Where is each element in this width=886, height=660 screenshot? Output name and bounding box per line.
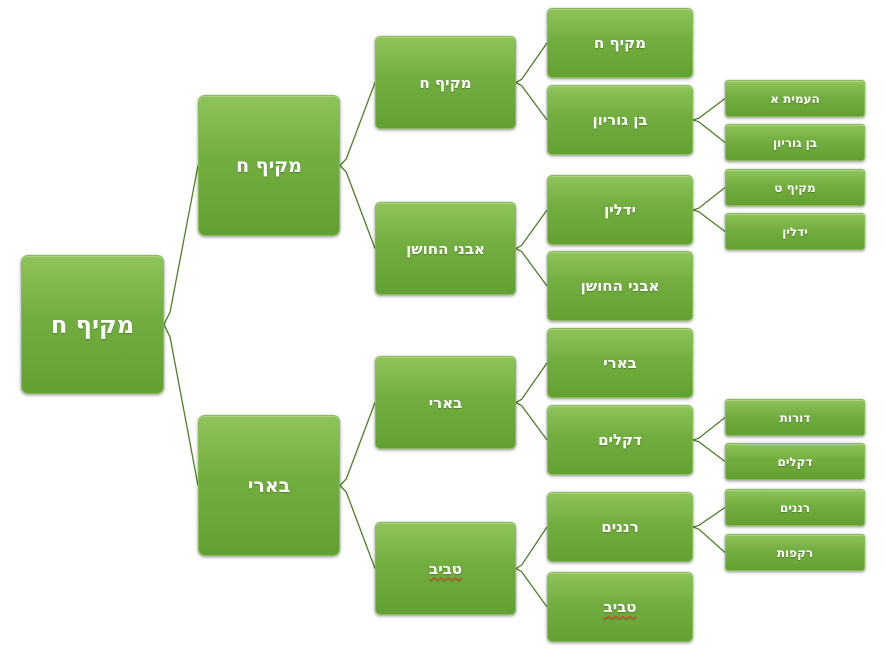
connector-line xyxy=(515,526,548,570)
level2-node-mekif-het: מקיף ח xyxy=(375,36,516,129)
level4-node-ben-gurion: בן גוריון xyxy=(725,124,865,161)
node-label: רננים xyxy=(601,518,639,536)
level4-node-dorot: דורות xyxy=(725,399,865,436)
node-label: בארי xyxy=(247,474,291,497)
root-node: מקיף ח xyxy=(21,255,164,394)
level3-node-avnei-hahoshen: אבני החושן xyxy=(547,251,693,321)
node-label: ידלין xyxy=(782,224,808,239)
level2-node-beeri: בארי xyxy=(375,356,516,449)
level4-node-renanim: רננים xyxy=(725,489,865,526)
node-label: מקיף ח xyxy=(419,73,472,92)
node-label: דורות xyxy=(779,410,811,425)
node-label: אבני החושן xyxy=(406,239,485,258)
connector-line xyxy=(339,82,376,166)
connector-line xyxy=(163,324,199,486)
connector-line xyxy=(692,186,726,211)
level4-node-rakafot: רקפות xyxy=(725,534,865,571)
connector-line xyxy=(692,416,726,441)
level3-node-taviv: טביב xyxy=(547,572,693,642)
node-label: בארי xyxy=(603,354,637,372)
level4-node-mekif-tet: מקיף ט xyxy=(725,169,865,206)
node-label: דקלים xyxy=(598,431,642,449)
node-label: טביב xyxy=(429,559,462,578)
connector-line xyxy=(515,401,548,441)
level3-node-ben-gurion: בן גוריון xyxy=(547,85,693,155)
connector-line xyxy=(692,506,726,528)
connector-line xyxy=(515,247,548,287)
connector-line xyxy=(515,362,548,404)
connector-line xyxy=(339,402,376,486)
node-label: בן גוריון xyxy=(772,135,818,150)
node-label: מקיף ח xyxy=(594,34,646,52)
level4-node-yadlin: ידלין xyxy=(725,213,865,250)
level4-node-haamit-a: העמית א xyxy=(725,80,865,117)
connector-line xyxy=(692,97,726,121)
connector-line xyxy=(692,209,726,233)
level2-node-taviv: טביב xyxy=(375,522,516,615)
connector-line xyxy=(339,165,376,249)
node-label: רקפות xyxy=(776,545,814,560)
level4-node-dkalim: דקלים xyxy=(725,443,865,480)
node-label: בן גוריון xyxy=(592,111,648,129)
level2-node-avnei-hahoshen: אבני החושן xyxy=(375,202,516,295)
connector-line xyxy=(692,526,726,553)
level3-node-beeri: בארי xyxy=(547,328,693,398)
connector-line xyxy=(515,81,548,121)
level3-node-yadlin: ידלין xyxy=(547,175,693,245)
connector-line xyxy=(515,567,548,608)
level3-node-mekif-het: מקיף ח xyxy=(547,8,693,78)
node-label: ידלין xyxy=(604,201,636,219)
node-label: מקיף ח xyxy=(236,154,302,177)
level3-node-renanim: רננים xyxy=(547,492,693,562)
connector-line xyxy=(692,439,726,463)
level1-node-beeri: בארי xyxy=(198,415,340,556)
node-label: רננים xyxy=(780,500,810,515)
node-label: העמית א xyxy=(770,91,820,106)
node-label: דקלים xyxy=(777,454,813,469)
node-label: טביב xyxy=(603,598,637,616)
level1-node-mekif-het: מקיף ח xyxy=(198,95,340,236)
connector-line xyxy=(515,42,548,84)
node-label: מקיף ט xyxy=(774,180,816,195)
node-label: בארי xyxy=(428,393,463,412)
connector-line xyxy=(339,485,376,569)
connector-line xyxy=(692,119,726,144)
connector-line xyxy=(163,165,199,325)
root-label: מקיף ח xyxy=(50,310,135,339)
connector-line xyxy=(515,209,548,250)
node-label: אבני החושן xyxy=(580,277,660,295)
level3-node-dkalim: דקלים xyxy=(547,405,693,475)
